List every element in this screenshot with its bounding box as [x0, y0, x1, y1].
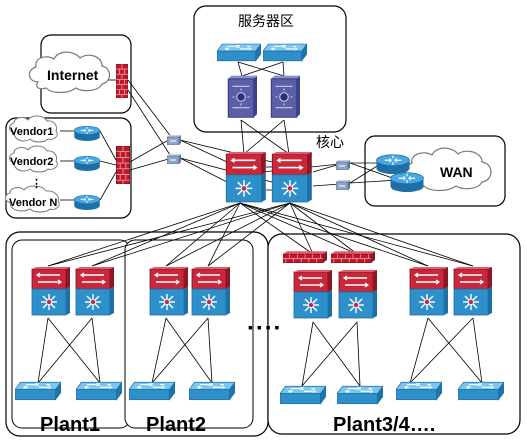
vendor1-label: Vendor1	[10, 126, 53, 138]
wan-router-upper	[376, 154, 410, 174]
plant2-dist-right	[191, 266, 230, 316]
plant3-dist-right	[338, 269, 377, 319]
plant1-access-left	[15, 381, 61, 401]
hub-upper-left	[167, 134, 181, 145]
core-switch-right	[271, 152, 312, 203]
internet-firewall	[116, 64, 128, 98]
plant34-label: Plant3/4….	[333, 414, 435, 436]
vendor-firewall	[116, 146, 130, 184]
vendorN-router	[74, 194, 100, 210]
server-right	[270, 75, 300, 118]
wan-router-lower	[390, 172, 424, 192]
plant3-firewall-right	[331, 251, 375, 263]
plant2-access-left	[129, 381, 175, 401]
plant1-dist-left	[31, 266, 70, 316]
vendor2-router	[74, 155, 100, 171]
core-label: 核心	[316, 135, 344, 151]
wan-cloud	[404, 147, 492, 192]
internet-cloud	[28, 51, 111, 94]
plant4-dist-left	[409, 266, 448, 316]
plant3-access-right	[337, 385, 383, 405]
plant3-dist-left	[293, 269, 332, 319]
vendorN-cloud	[5, 185, 60, 213]
hub-upper-right	[336, 159, 350, 170]
vendor2-label: Vendor2	[10, 156, 53, 168]
plants-ellipsis: ▪ ▪ ▪ ▪	[248, 319, 280, 335]
vendorN-label: Vendor N	[9, 197, 57, 209]
server-left	[227, 75, 257, 118]
plant2-access-right	[189, 381, 235, 401]
plant2-label: Plant2	[146, 414, 206, 436]
hub-lower-left	[167, 153, 181, 164]
plant1-access-right	[76, 381, 122, 401]
core-switch-left	[225, 152, 266, 203]
plant3-firewall-left	[283, 251, 327, 263]
hub-lower-right	[336, 179, 350, 190]
server-zone-label: 服务器区	[238, 14, 294, 30]
server-switch-left	[217, 43, 261, 62]
plant2-dist-left	[149, 266, 188, 316]
internet-label: Internet	[47, 67, 99, 83]
wan-label: WAN	[440, 164, 473, 180]
vendor1-router	[74, 125, 100, 141]
vendor1-cloud	[9, 115, 58, 143]
vendor-dots-label: ⋮	[31, 178, 42, 190]
plant4-dist-right	[453, 266, 492, 316]
plant1-label: Plant1	[40, 414, 100, 436]
plant4-access-left	[396, 381, 442, 401]
plant1-dist-right	[75, 266, 114, 316]
server-switch-right	[263, 43, 307, 62]
plant4-access-right	[458, 381, 504, 401]
vendor2-cloud	[9, 145, 58, 173]
plant3-access-left	[280, 385, 326, 405]
